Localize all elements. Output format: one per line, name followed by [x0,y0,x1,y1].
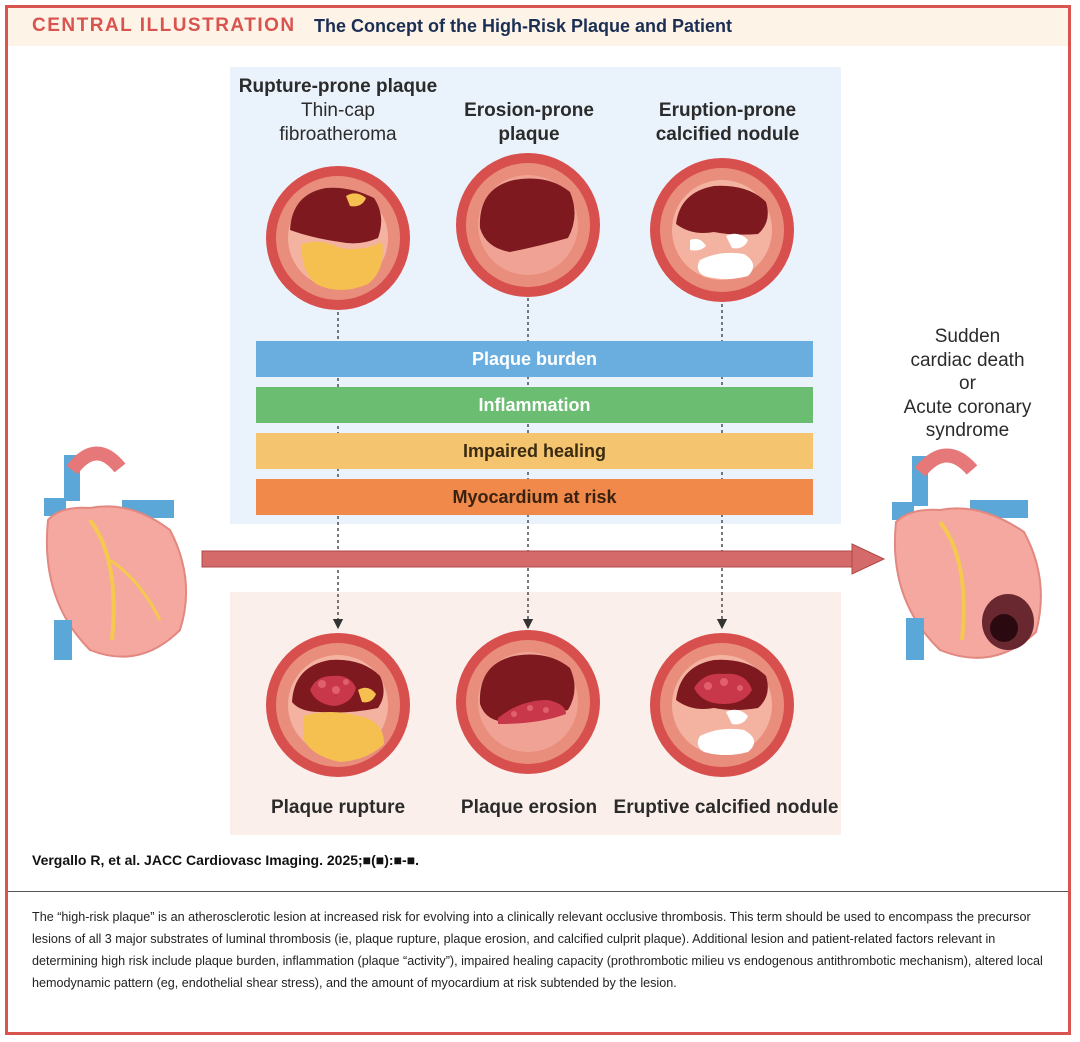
plaque-subtitle-text: Thin-cap fibroatheroma [279,100,397,145]
plaque-title-text: Rupture-prone plaque [238,76,438,97]
vessel-eruption-prone [650,158,794,302]
citation: Vergallo R, et al. JACC Cardiovasc Imagi… [32,852,420,868]
progression-arrow [201,543,886,575]
header-band [8,8,1068,46]
outcome-line: or [959,373,976,394]
bar-inflammation: Inflammation [256,387,813,423]
event-label-plaque-erosion: Plaque erosion [460,797,598,818]
event-label-calcified-nodule: Eruptive calcified nodule [613,797,839,818]
bar-myocardium-at-risk: Myocardium at risk [256,479,813,515]
outcome-line: cardiac death [910,349,1025,371]
header-title: The Concept of the High-Risk Plaque and … [314,16,733,36]
vessel-plaque-rupture [266,633,410,777]
bar-plaque-burden: Plaque burden [256,341,813,377]
heart-left-illustration [44,446,188,660]
header-label: CENTRAL ILLUSTRATION [32,15,296,36]
vessel-calcified-nodule [650,633,794,777]
outcome-line: Sudden [934,326,1001,347]
vessel-plaque-erosion [456,630,600,774]
bar-impaired-healing: Impaired healing [256,433,813,469]
plaque-title-erosion-prone: Erosion-prone plaque [464,100,594,145]
event-label-plaque-rupture: Plaque rupture [270,797,406,818]
outcome-text: Sudden cardiac death or Acute coronary s… [880,325,1055,443]
outcome-line: Acute coronary [903,396,1032,418]
figure-caption: The “high-risk plaque” is an atheroscler… [32,910,1043,990]
outcome-line: syndrome [925,420,1010,441]
vessel-rupture-prone [266,166,410,310]
plaque-title-rupture-prone: Rupture-prone plaque Thin-cap fibroather… [238,75,438,147]
heart-right-illustration [892,448,1042,660]
plaque-title-eruption-prone: Eruption-prone calcified nodule [655,100,800,145]
divider [8,891,1068,892]
figure-frame [5,5,1071,1035]
vessel-erosion-prone [456,153,600,297]
